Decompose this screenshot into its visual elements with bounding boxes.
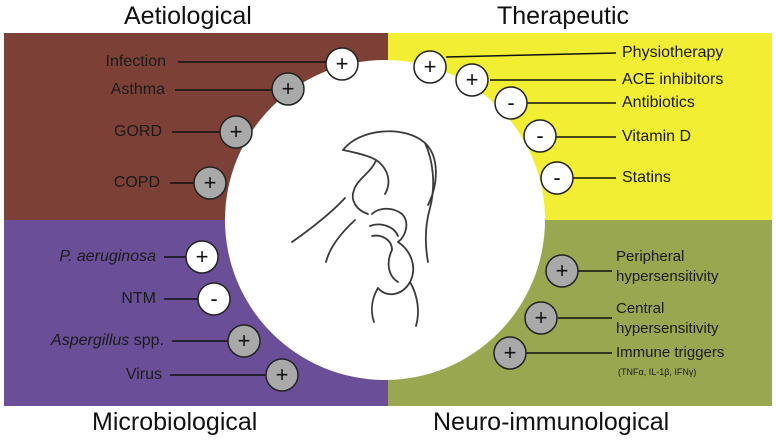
label-copd: COPD — [113, 174, 160, 191]
sign-microbiological-0: + — [196, 244, 209, 269]
bubble-aetiological-2 — [219, 115, 253, 149]
bubble-microbiological-2 — [227, 324, 261, 358]
connector-physiotherapy — [445, 52, 617, 58]
label-gord: GORD — [114, 123, 162, 140]
bubble-therapeutic-4 — [540, 161, 574, 195]
sign-aetiological-2: + — [230, 119, 243, 144]
label-antibiotics: Antibiotics — [622, 94, 695, 111]
bubble-microbiological-1 — [197, 282, 231, 316]
sign-bubbles: ++++++---+-+++++ — [185, 47, 579, 392]
sign-microbiological-1: - — [210, 286, 217, 311]
sign-therapeutic-0: + — [424, 54, 437, 79]
label-physiotherapy: Physiotherapy — [622, 44, 724, 61]
sign-aetiological-0: + — [336, 51, 349, 76]
label-central: Central — [616, 300, 665, 317]
label-peripheral-line2: hypersensitivity — [616, 268, 719, 285]
bubble-aetiological-1 — [271, 72, 305, 106]
label-virus: Virus — [125, 366, 162, 383]
sign-neuro-1: + — [535, 305, 548, 330]
bubble-aetiological-3 — [193, 166, 227, 200]
label-p-aeruginosa: P. aeruginosa — [59, 248, 156, 265]
sign-microbiological-2: + — [238, 328, 251, 353]
sign-therapeutic-4: - — [553, 165, 560, 190]
label-statins: Statins — [622, 169, 671, 186]
heading-aetiological: Aetiological — [124, 2, 252, 30]
coughing-person-icon — [291, 130, 437, 327]
sign-therapeutic-3: - — [536, 123, 543, 148]
label-vitamin-d: Vitamin D — [622, 128, 692, 145]
label-aspergillus-genus: Aspergillus — [51, 332, 130, 349]
bubble-aetiological-0 — [325, 47, 359, 81]
sign-neuro-0: + — [556, 258, 569, 283]
connector-lines — [164, 52, 617, 376]
heading-neuro-immunological: Neuro-immunological — [433, 408, 670, 436]
sign-microbiological-3: + — [276, 362, 289, 387]
bubble-microbiological-0 — [185, 240, 219, 274]
bubble-therapeutic-3 — [523, 119, 557, 153]
label-ace-inhibitors: ACE inhibitors — [622, 71, 724, 88]
label-infection: Infection — [105, 53, 166, 70]
heading-therapeutic: Therapeutic — [497, 2, 630, 30]
bubble-neuro-1 — [524, 301, 558, 335]
sign-therapeutic-1: + — [466, 67, 479, 92]
sign-aetiological-3: + — [204, 170, 217, 195]
label-immune-triggers-detail: (TNFα, IL-1β, IFNγ) — [618, 367, 697, 377]
sign-therapeutic-2: - — [507, 90, 514, 115]
bubble-neuro-0 — [545, 254, 579, 288]
bubble-therapeutic-2 — [494, 86, 528, 120]
label-aspergillus-suffix: spp. — [129, 332, 164, 349]
label-immune-triggers: Immune triggers — [616, 344, 725, 361]
bubble-microbiological-3 — [265, 358, 299, 392]
center-circle — [225, 60, 545, 380]
bubble-neuro-2 — [493, 336, 527, 370]
bubble-therapeutic-0 — [413, 50, 447, 84]
label-ntm: NTM — [121, 290, 156, 307]
label-peripheral: Peripheral — [616, 248, 685, 265]
heading-microbiological: Microbiological — [92, 408, 258, 436]
label-asthma: Asthma — [110, 81, 165, 98]
sign-aetiological-1: + — [282, 76, 295, 101]
label-central-line2: hypersensitivity — [616, 320, 719, 337]
label-aspergillus: Aspergillus spp. — [51, 333, 164, 349]
sign-neuro-2: + — [504, 340, 517, 365]
bubble-therapeutic-1 — [455, 63, 489, 97]
